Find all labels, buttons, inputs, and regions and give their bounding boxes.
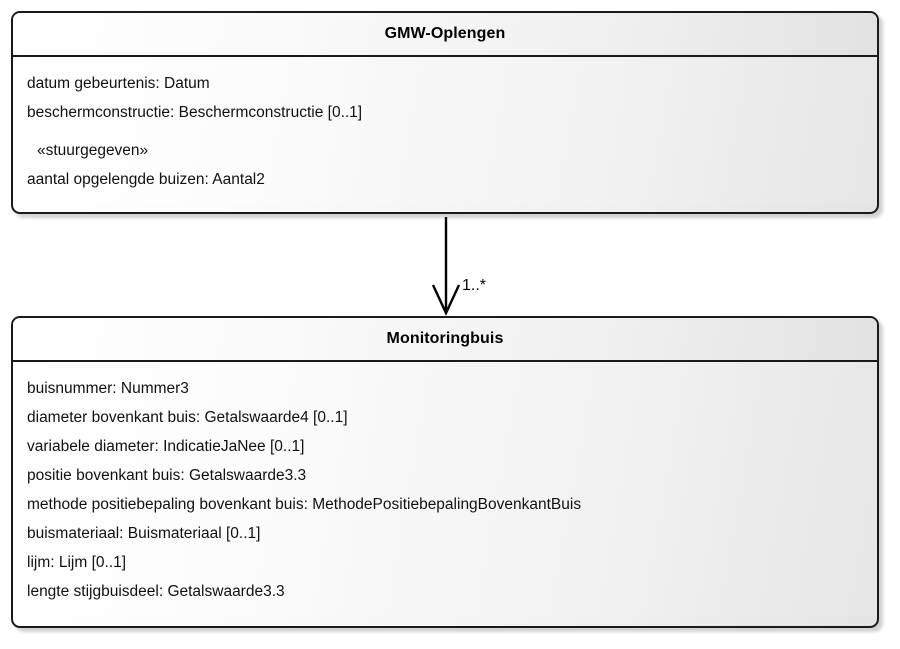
uml-class-monitoringbuis[interactable]: Monitoringbuis buisnummer: Nummer3 diame… [11,316,879,628]
class-attributes-gmw-oplengen: datum gebeurtenis: Datum beschermconstru… [13,57,877,204]
attribute-row: variabele diameter: IndicatieJaNee [0..1… [27,438,305,455]
multiplicity-label: 1..* [462,277,487,294]
attribute-row: buisnummer: Nummer3 [27,380,189,397]
attribute-row: lijm: Lijm [0..1] [27,554,127,571]
attribute-row: lengte stijgbuisdeel: Getalswaarde3.3 [27,583,285,600]
attribute-row: positie bovenkant buis: Getalswaarde3.3 [27,467,307,484]
attribute-row: aantal opgelengde buizen: Aantal2 [27,171,265,188]
arrowhead-open-v-icon [431,284,461,316]
attribute-row: diameter bovenkant buis: Getalswaarde4 [… [27,409,348,426]
attribute-row: beschermconstructie: Beschermconstructie… [27,104,363,121]
class-header-monitoringbuis: Monitoringbuis [13,318,877,362]
attribute-row: buismateriaal: Buismateriaal [0..1] [27,525,261,542]
class-header-gmw-oplengen: GMW-Oplengen [13,13,877,57]
attribute-row: datum gebeurtenis: Datum [27,75,210,92]
attribute-row: methode positiebepaling bovenkant buis: … [27,496,582,513]
class-title: GMW-Oplengen [384,25,506,42]
class-title: Monitoringbuis [386,330,504,347]
class-attributes-monitoringbuis: buisnummer: Nummer3 diameter bovenkant b… [13,362,877,616]
uml-class-gmw-oplengen[interactable]: GMW-Oplengen datum gebeurtenis: Datum be… [11,11,879,214]
attribute-stereotype: «stuurgegeven» [37,142,149,159]
